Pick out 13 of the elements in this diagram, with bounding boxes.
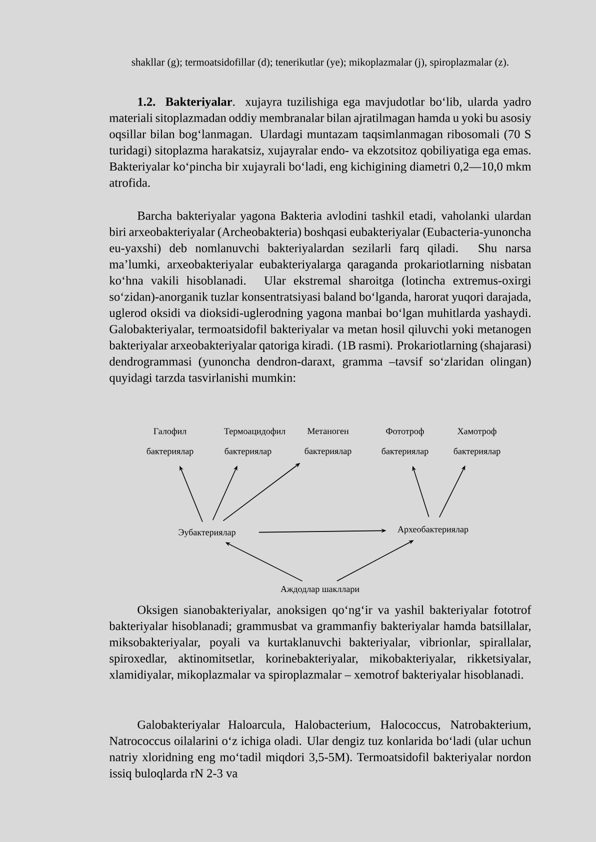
node-label: Хамотроф бактериялар — [454, 428, 500, 456]
node-label: Эубактериялар — [178, 528, 236, 538]
paragraph: 1.2. Bakteriyalar. xujayra tuzilishiga ega mavjudotlar bo‘lib, ularda yadro materiali sitoplazmadan oddiy membranalar bilan ajratilmagan hamda u yoki bu asosiy oqsillar bilan bog‘lanmagan. Ulardagi muntazam taqsimlanmagan ribosomali (70 S turidagi) sitoplazma harakatsiz, xujayralar endo- va ekzotsitoz qobiliyatiga ega emas. Bakteriyalar ko‘pincha bir xujayrali bo‘ladi, eng kichigining diametri 0,2—10,0 mkm atrofida. — [109, 97, 532, 187]
paragraph: Galobakteriyalar Haloarcula, Halobacterium, Halococcus, Natrobakterium, Natrococcus oilalarini o‘z ichiga oladi. Ular dengiz tuz konlarida bo‘ladi (ular uchun natriy xloridning eng mo‘tadil miqdori 3,5-5M). Termoatsidofil bakteriyalar nordon issiq buloqlarda rN 2-3 va — [109, 720, 532, 780]
figure-caption-text: shakllar (g); termoatsidofillar (d); tenerikutlar (ye); mikoplazmalar (j), spiroplazmalar (z). — [132, 58, 508, 68]
paragraph: Barcha bakteriyalar yagona Bakteria avlodini tashkil etadi, vaholanki ulardan biri arxeobakteriyalar (Archeobakteria) boshqasi eubakteriyalar (Eubacteria-yunoncha eu-yaxshi) deb nomlanuvchi bakteriyalardan sezilarli farq qiladi. Shu narsa ma’lumki, arxeobakteriyalar eubakteriyalarga qaraganda prokariotlarning nisbatan ko‘hna vakili hisoblanadi. Ular ekstremal sharoitga (lotincha extremus-oxirgi so‘zidan)-anorganik tuzlar konsentratsiyasi baland bo‘lganda, harorat yuqori darajada, uglerod oksidi va dioksidi-uglerodning yagona manbai bo‘lgan muhitlarda yashaydi. Galobakteriyalar, termoatsidofil bakteriyalar va metan hosil qiluvchi yoki metanogen bakteriyalar arxeobakteriyalar qatoriga kiradi. (1B rasmi). Prokariotlarning (shajarasi) dendrogrammasi (yunoncha dendron-daraxt, gramma –tavsif so‘zlaridan olingan) quyidagi tarzda tasvirlanishi mumkin: — [109, 211, 532, 384]
node-label: Термоацидофил бактериялар — [224, 428, 286, 456]
node-label: Галофил бактериялар — [146, 428, 194, 456]
node-label: Аждодлар шакллари — [280, 586, 360, 594]
node-label: Фототроф бактериялар — [382, 428, 428, 456]
node-label: Археобактериялар — [398, 526, 468, 534]
node-label: Метаноген бактериялар — [304, 428, 352, 456]
paragraph: Oksigen sianobakteriyalar, anoksigen qo‘ng‘ir va yashil bakteriyalar fototrof bakteriyalar hisoblanadi; grammusbat va grammanfiy bakteriyalar hamda batsillalar, miksobakteriyalar, poyali va kurtaklanuvchi bakteriyalar, vibrionlar, spirallalar, spiroxedlar, aktinomitsetlar, korinebakteriyalar, mikobakteriyalar, rikketsiyalar, xlamidiyalar, mikoplazmalar va spiroplazmalar – xemotrof bakteriyalar hisoblanadi. — [109, 605, 532, 682]
